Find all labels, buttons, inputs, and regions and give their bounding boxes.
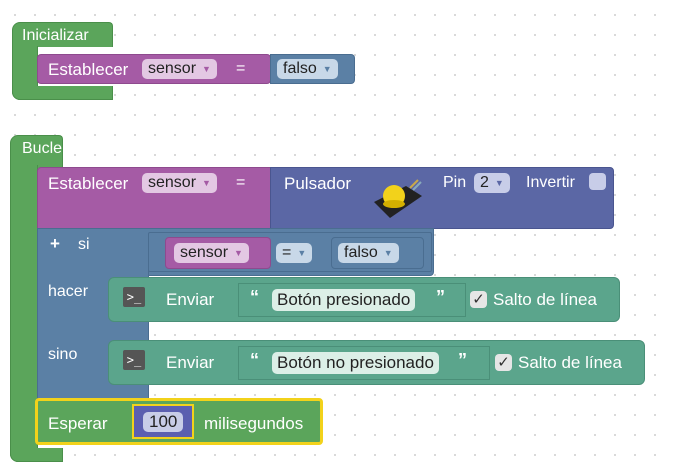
close-quote-icon: ”: [436, 287, 445, 307]
terminal-icon: >_: [123, 287, 145, 307]
invert-checkbox[interactable]: [589, 173, 606, 190]
dropdown-arrow-icon: ▼: [202, 178, 211, 188]
open-quote-icon: “: [250, 287, 259, 307]
loop-block-arm: [10, 165, 38, 462]
loop-title: Bucle: [22, 140, 63, 157]
loop-block[interactable]: [10, 135, 63, 168]
init-title: Inicializar: [22, 27, 89, 44]
cond-var-dropdown[interactable]: sensor ▼: [174, 243, 249, 263]
dropdown-arrow-icon: ▼: [494, 178, 504, 188]
mutator-plus-icon[interactable]: +: [50, 234, 60, 253]
newline-label-1: Salto de línea: [493, 290, 597, 309]
newline-label-2: Salto de línea: [518, 353, 622, 372]
send-label-2: Enviar: [166, 353, 215, 372]
dropdown-arrow-icon: ▼: [297, 248, 307, 258]
operator-dropdown[interactable]: =▼: [276, 243, 313, 263]
else-label: sino: [48, 346, 78, 363]
dropdown-arrow-icon: ▼: [383, 248, 393, 258]
open-quote-icon: “: [250, 350, 259, 370]
invert-label: Invertir: [526, 174, 575, 191]
do-label: hacer: [48, 283, 89, 300]
loop-equals: =: [236, 174, 246, 191]
init-set-label: Establecer: [48, 60, 129, 79]
dropdown-arrow-icon: ▼: [322, 64, 332, 74]
text-value-2[interactable]: Botón no presionado: [272, 352, 439, 374]
init-equals: =: [236, 60, 246, 77]
button-sensor-block[interactable]: [270, 167, 614, 229]
newline-checkbox-2[interactable]: ✓: [495, 354, 512, 371]
newline-checkbox-1[interactable]: ✓: [470, 291, 487, 308]
init-variable-dropdown[interactable]: sensor ▼: [142, 59, 217, 79]
init-variable-value: sensor: [148, 60, 197, 78]
button-label: Pulsador: [284, 174, 352, 193]
loop-variable-value: sensor: [148, 174, 197, 192]
cond-var-value: sensor: [180, 244, 229, 262]
close-quote-icon: ”: [458, 350, 467, 370]
init-block[interactable]: [12, 22, 113, 47]
wait-value-input[interactable]: 100: [143, 412, 184, 432]
if-label: si: [78, 236, 90, 253]
wait-unit-label: milisegundos: [204, 414, 304, 433]
dropdown-arrow-icon: ▼: [202, 64, 211, 74]
wait-label: Esperar: [48, 414, 108, 433]
pin-value: 2: [480, 174, 489, 192]
init-block-foot: [12, 86, 113, 100]
init-value-dropdown[interactable]: falso ▼: [277, 59, 338, 79]
loop-variable-dropdown[interactable]: sensor ▼: [142, 173, 217, 193]
loop-block-foot: [10, 448, 63, 462]
dropdown-arrow-icon: ▼: [234, 248, 243, 258]
send-label-1: Enviar: [166, 290, 215, 309]
cond-value-text: falso: [344, 244, 378, 262]
cond-value-dropdown[interactable]: falso ▼: [338, 243, 399, 263]
terminal-icon: >_: [123, 350, 145, 370]
pin-dropdown[interactable]: 2▼: [474, 173, 510, 193]
init-value-text: falso: [283, 60, 317, 78]
push-button-module-icon: [372, 178, 426, 220]
operator-value: =: [282, 244, 292, 262]
text-value-1[interactable]: Botón presionado: [272, 289, 416, 311]
pin-label: Pin: [443, 174, 467, 191]
loop-set-label: Establecer: [48, 174, 129, 193]
